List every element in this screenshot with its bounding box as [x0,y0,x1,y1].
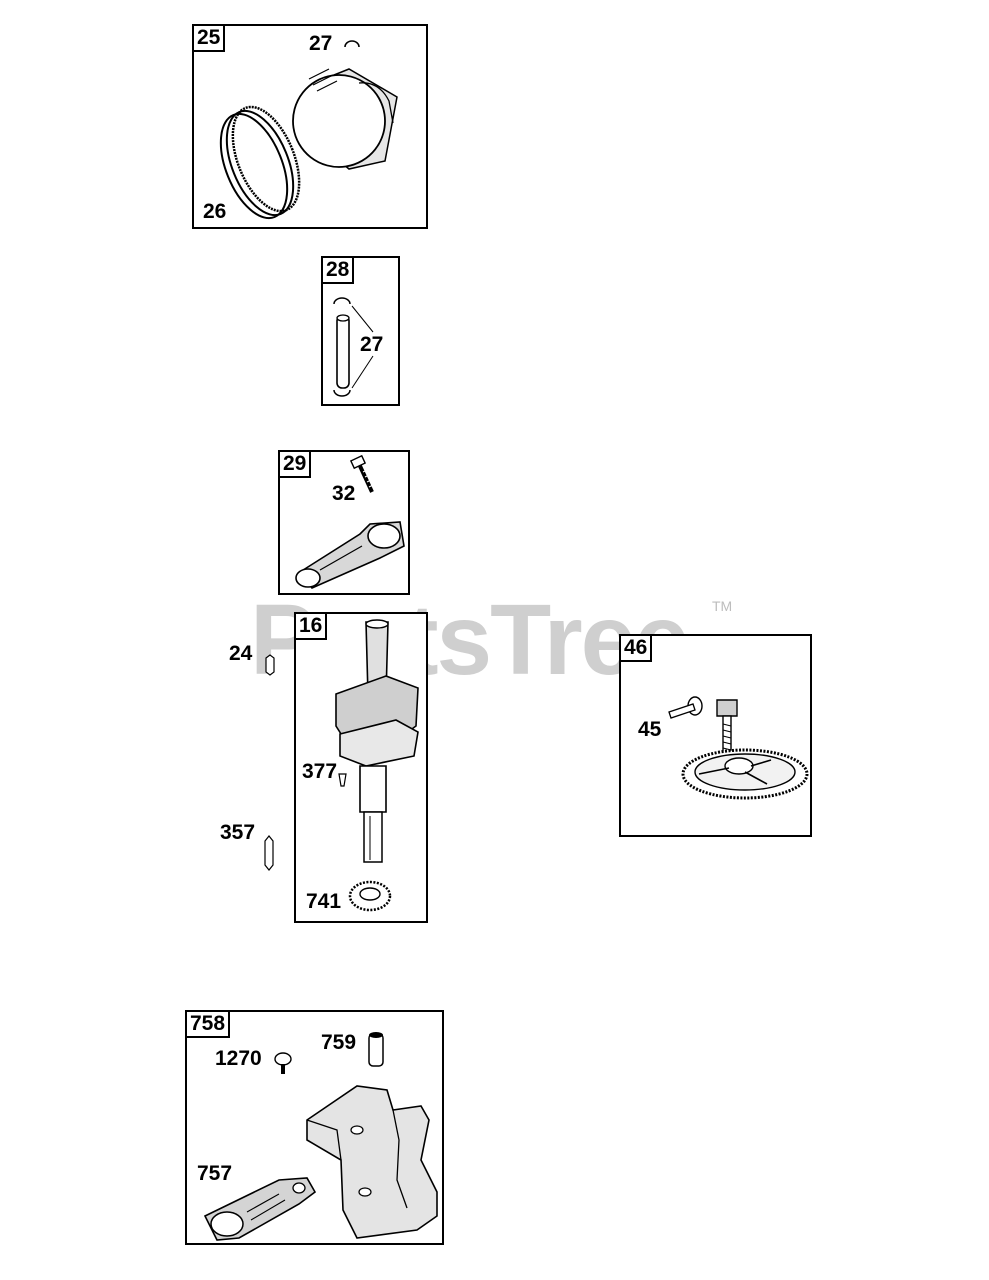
part-label-27: 27 [360,333,384,356]
crankshaft-icon [335,619,419,863]
piston-icon [292,68,398,170]
part-label-45: 45 [638,718,662,741]
rivet-icon [274,1052,292,1074]
part-label-357: 357 [220,821,256,844]
balancer-weight-icon [306,1085,438,1239]
panel-25-piston-assembly[interactable]: 25 27 26 [192,24,428,229]
panel-tag-28: 28 [321,256,355,284]
part-label-24: 24 [229,642,253,665]
key-icon [338,773,347,787]
crank-gear-icon [348,880,392,912]
panel-29-connecting-rod[interactable]: 29 32 [278,450,410,595]
part-label-377: 377 [302,760,338,783]
part-label-32: 32 [332,482,356,505]
panel-28-piston-pin-assembly[interactable]: 28 27 [321,256,400,406]
part-label-26: 26 [203,200,227,223]
panel-16-crankshaft[interactable]: 16 377 741 [294,612,428,923]
panel-tag-29: 29 [278,450,312,478]
panel-758-balancer-assembly[interactable]: 758 1270 759 757 [185,1010,444,1245]
key-icon [264,835,274,871]
pin-icon [368,1032,384,1067]
cam-gear-icon [681,699,809,800]
link-arm-icon [203,1177,317,1241]
cam-bolt-icon [668,696,703,719]
panel-tag-758: 758 [185,1010,231,1038]
panel-tag-25: 25 [192,24,226,52]
key-icon [265,654,275,676]
part-label-757: 757 [197,1162,233,1185]
part-label-1270: 1270 [215,1047,262,1070]
part-label-759: 759 [321,1031,357,1054]
piston-pin-icon [333,297,374,397]
retainer-clip-icon [344,40,360,48]
panel-tag-46: 46 [619,634,653,662]
part-label-27: 27 [309,32,333,55]
panel-46-camshaft[interactable]: 46 45 [619,634,812,837]
rod-bolt-icon [349,454,374,493]
part-label-741: 741 [306,890,342,913]
piston-rings-icon [219,105,301,220]
panel-tag-16: 16 [294,612,328,640]
connecting-rod-icon [295,521,405,589]
trademark-symbol: TM [712,598,733,614]
